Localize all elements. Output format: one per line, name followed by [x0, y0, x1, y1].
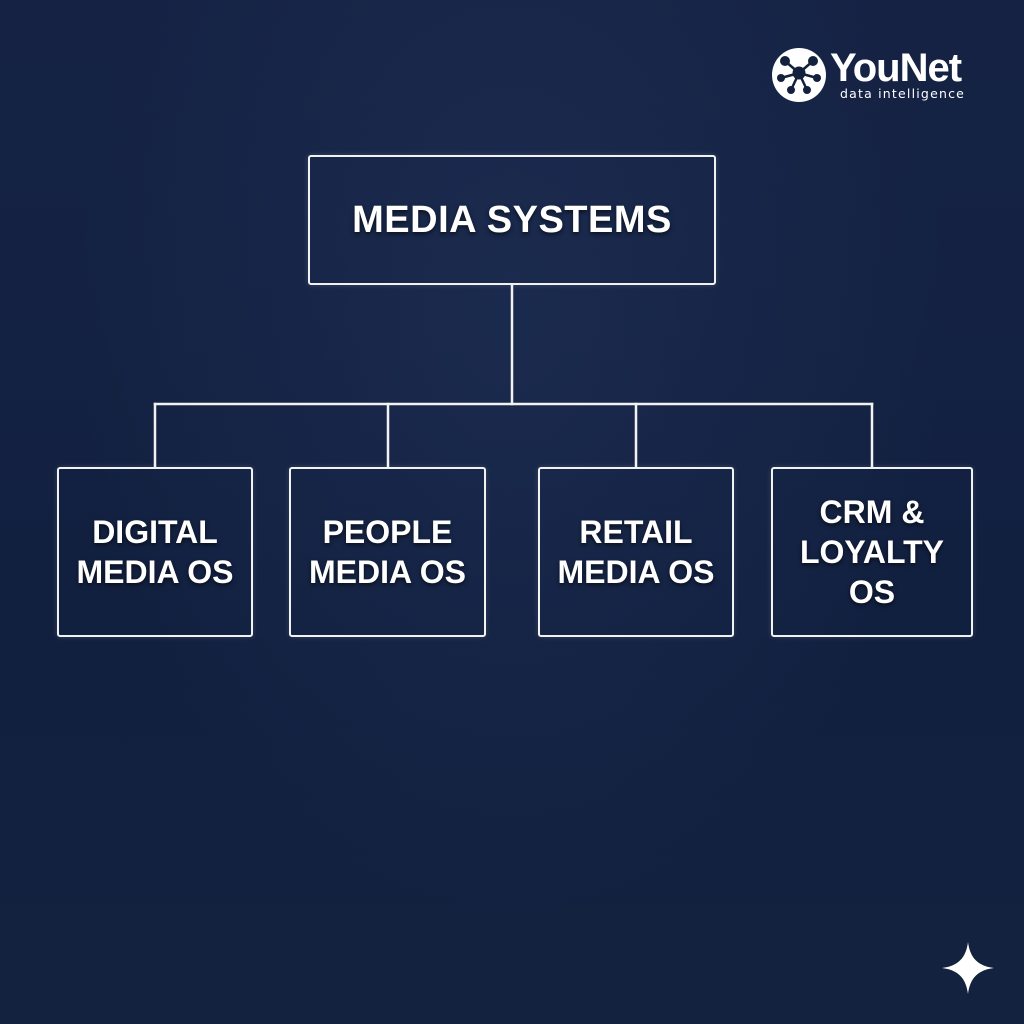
child-node-label: RETAIL MEDIA OS — [557, 514, 715, 590]
child-node-label: CRM & LOYALTY OS — [799, 494, 944, 610]
sparkle-icon — [942, 942, 994, 994]
child-node-people-media-os: PEOPLE MEDIA OS — [289, 467, 486, 637]
brand-logo: YouNet data intelligence — [768, 44, 980, 106]
child-node-label: DIGITAL MEDIA OS — [76, 514, 234, 590]
child-node-crm-loyalty-os: CRM & LOYALTY OS — [771, 467, 973, 637]
child-node-label: PEOPLE MEDIA OS — [308, 514, 467, 590]
brand-name: YouNet — [830, 46, 962, 90]
child-node-retail-media-os: RETAIL MEDIA OS — [538, 467, 734, 637]
child-node-digital-media-os: DIGITAL MEDIA OS — [57, 467, 253, 637]
root-node: MEDIA SYSTEMS — [308, 155, 716, 285]
root-node-label: MEDIA SYSTEMS — [352, 199, 672, 241]
younet-logo-icon — [772, 48, 826, 102]
brand-tagline: data intelligence — [840, 86, 966, 101]
